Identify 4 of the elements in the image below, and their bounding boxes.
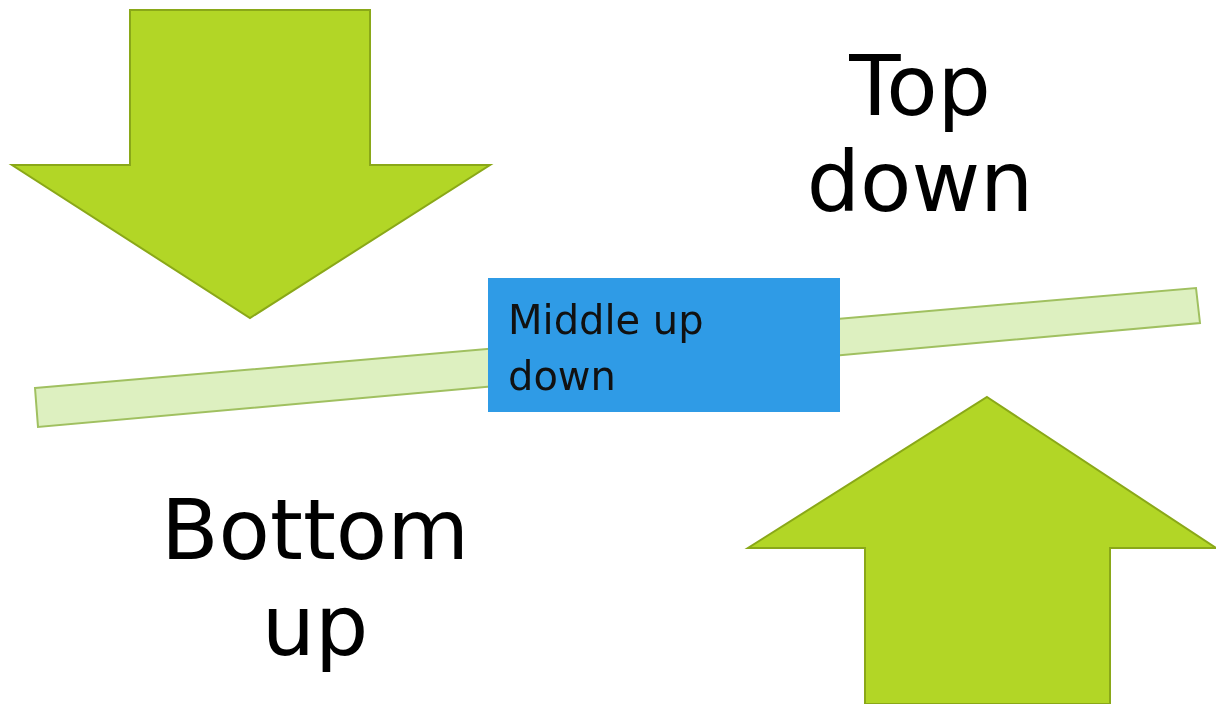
process-box (488, 278, 840, 412)
box-text: Middle up down (508, 296, 705, 401)
approach-label: Bottom up (159, 482, 471, 674)
approach-label: Top down (805, 38, 1035, 230)
